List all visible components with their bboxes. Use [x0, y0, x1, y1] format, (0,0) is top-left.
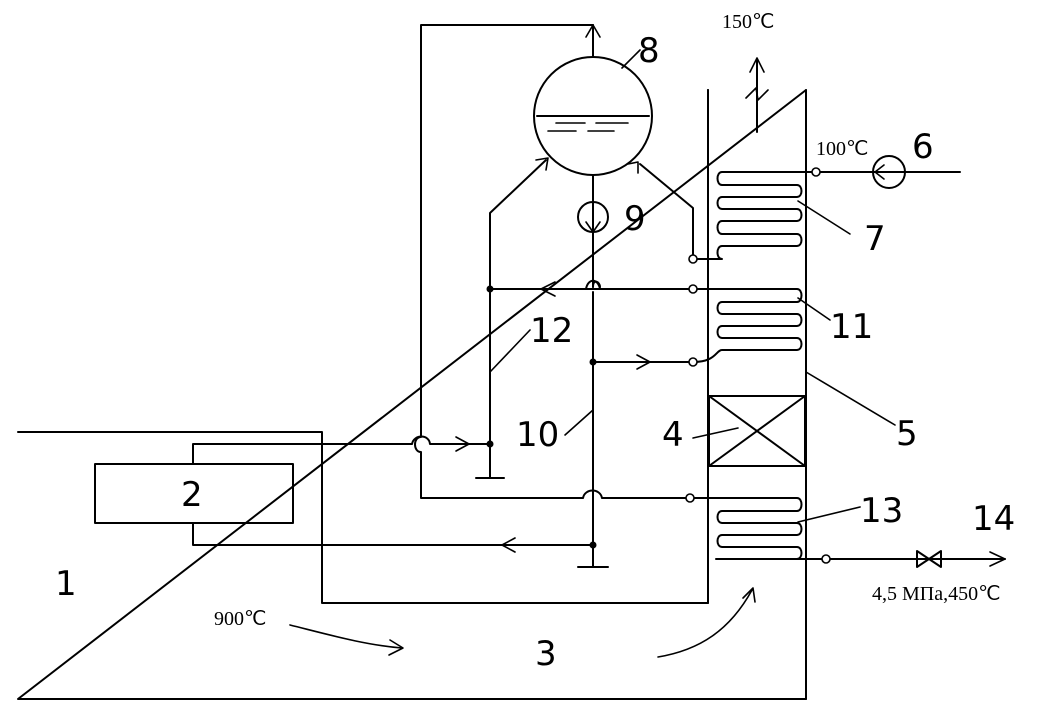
label-6: 6 [912, 127, 934, 167]
leader-7 [797, 200, 851, 235]
coil-11 [692, 288, 803, 363]
port-coil-13-inlet [685, 493, 695, 503]
coil-13 [689, 497, 827, 560]
reactor-top-arrow [455, 436, 470, 452]
coil-11-outlet-arrow [540, 281, 556, 297]
leader-8 [621, 49, 641, 69]
leader-11 [797, 297, 831, 321]
reactor-return-arrow [501, 537, 516, 553]
pump-9-arrow [585, 221, 601, 233]
node-downcomer-low [589, 541, 597, 549]
coil-7-to-drum [639, 163, 694, 260]
label-13: 13 [860, 491, 903, 531]
gas-flow-arrow-left-head [388, 639, 404, 656]
coil-7-to-drum-arrow [627, 161, 639, 174]
label-9: 9 [624, 199, 646, 239]
coil-11-outlet-hop [585, 279, 601, 290]
feed-pump-6-arrow [874, 164, 885, 180]
port-coil-7-outlet [688, 254, 698, 264]
node-riser-top [486, 285, 494, 293]
gas-flow-arrow-right [657, 589, 753, 658]
riser-12-arrow [535, 157, 549, 171]
leader-13 [797, 506, 861, 523]
feed-pump-6 [872, 155, 906, 189]
temp-exhaust: 150℃ [722, 11, 774, 33]
element-4-box [708, 395, 806, 467]
label-14: 14 [972, 499, 1015, 539]
leader-10 [564, 409, 594, 436]
outlet-valve [916, 550, 942, 568]
branch-coil-11-arrow [636, 354, 651, 370]
label-11: 11 [830, 307, 873, 347]
element-4-cross-b [708, 395, 806, 467]
label-2: 2 [181, 475, 203, 515]
label-1: 1 [55, 564, 77, 604]
leader-12 [489, 329, 531, 373]
port-feed-inlet [811, 167, 821, 177]
exhaust-arrow-head [749, 57, 765, 73]
label-5: 5 [896, 414, 918, 454]
port-coil-11-outlet [688, 284, 698, 294]
label-12: 12 [530, 311, 573, 351]
node-downcomer-mid [589, 358, 597, 366]
label-3: 3 [535, 634, 557, 674]
reactor-top-line [192, 435, 491, 465]
riser-12 [489, 159, 547, 479]
furnace-casing [17, 89, 807, 700]
label-7: 7 [864, 219, 886, 259]
port-coil-11-inlet [688, 357, 698, 367]
node-riser-reactor [486, 440, 494, 448]
reactor-return-line [192, 522, 594, 546]
product-outlet-arrow [989, 551, 1006, 567]
label-8: 8 [638, 31, 660, 71]
port-coil-13-outlet [821, 554, 831, 564]
label-4: 4 [662, 415, 684, 455]
label-10: 10 [516, 415, 559, 455]
coil-7 [692, 171, 817, 260]
exhaust-break-mark [745, 87, 769, 101]
temp-furnace: 900℃ [214, 608, 266, 630]
gas-flow-arrow-left [289, 624, 403, 649]
leader-4 [692, 427, 739, 439]
temp-feed: 100℃ [816, 138, 868, 160]
temp-outlet: 4,5 МПа,450℃ [872, 583, 1001, 605]
leader-5 [805, 371, 896, 426]
gas-flow-arrow-right-head [742, 587, 756, 603]
